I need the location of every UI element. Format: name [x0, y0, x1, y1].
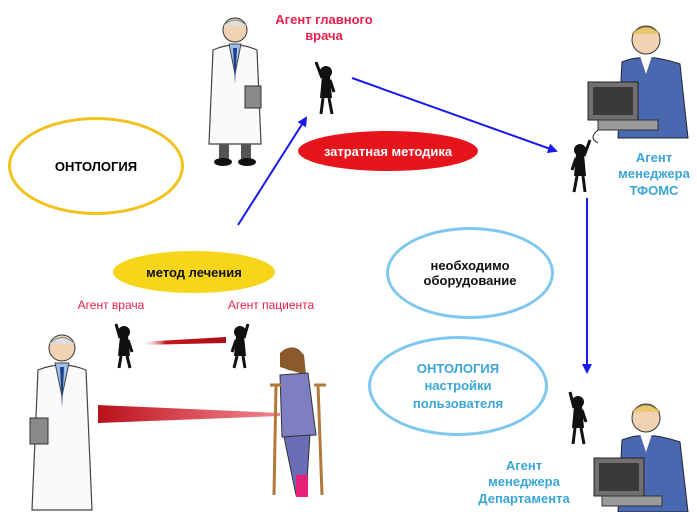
- arrow-treatment-to-chief: [237, 116, 308, 226]
- agent-stickman-icon: [568, 391, 588, 445]
- equipment-needed-line-2: оборудование: [423, 273, 517, 288]
- department-agent-line-2: менеджера: [488, 474, 560, 490]
- costly-method-text: затратная методика: [323, 143, 453, 159]
- ontology-text: ОНТОЛОГИЯ: [54, 158, 138, 174]
- user-ontology-line-3: пользователя: [412, 395, 504, 411]
- agent-stickman-icon: [230, 323, 250, 369]
- patient-agent-label: Агент пациента: [227, 298, 315, 312]
- patient-crutches-icon: [270, 347, 326, 497]
- user-ontology-line-1: ОНТОЛОГИЯ: [416, 360, 500, 376]
- chief-doctor-agent-line-1: Агент главного: [275, 12, 373, 27]
- tfoms-agent-line-3: ТФОМС: [629, 182, 679, 198]
- ontology-bubble: ОНТОЛОГИЯ: [8, 117, 184, 215]
- agent-stickman-icon: [114, 323, 134, 369]
- treatment-method-text: метод лечения: [146, 264, 242, 280]
- doctor-agent-label: Агент врача: [77, 298, 145, 312]
- tfoms-agent-line-2: менеджера: [618, 166, 690, 182]
- beam-doctor-patient-agent: [140, 337, 226, 345]
- chief-doctor-agent-label: Агент главного врача: [252, 12, 396, 45]
- department-agent-line-3: Департамента: [478, 490, 570, 506]
- manager-computer-icon: [593, 403, 689, 512]
- agent-stickman-icon: [314, 61, 336, 115]
- arrow-chief-to-tfoms: [351, 77, 558, 154]
- equipment-needed-bubble: необходимо оборудование: [386, 227, 554, 319]
- department-agent-label: Агент менеджера Департамента: [456, 458, 592, 507]
- user-ontology-line-2: настройки: [424, 378, 492, 394]
- equipment-needed-line-1: необходимо: [430, 258, 510, 273]
- beam-doctor-to-patient: [98, 405, 280, 423]
- manager-computer-icon: [587, 25, 689, 144]
- tfoms-agent-line-1: Агент: [635, 150, 673, 165]
- department-agent-line-1: Агент: [505, 458, 543, 473]
- tfoms-agent-label: Агент менеджера ТФОМС: [610, 150, 697, 199]
- doctor-figure-icon: [208, 17, 262, 166]
- user-ontology-bubble: ОНТОЛОГИЯ настройки пользователя: [368, 336, 548, 436]
- agent-stickman-icon: [570, 139, 592, 193]
- costly-method-bubble: затратная методика: [298, 131, 478, 171]
- treatment-method-bubble: метод лечения: [113, 251, 275, 293]
- doctor-figure-icon: [29, 334, 93, 511]
- chief-doctor-agent-line-2: врача: [305, 28, 343, 44]
